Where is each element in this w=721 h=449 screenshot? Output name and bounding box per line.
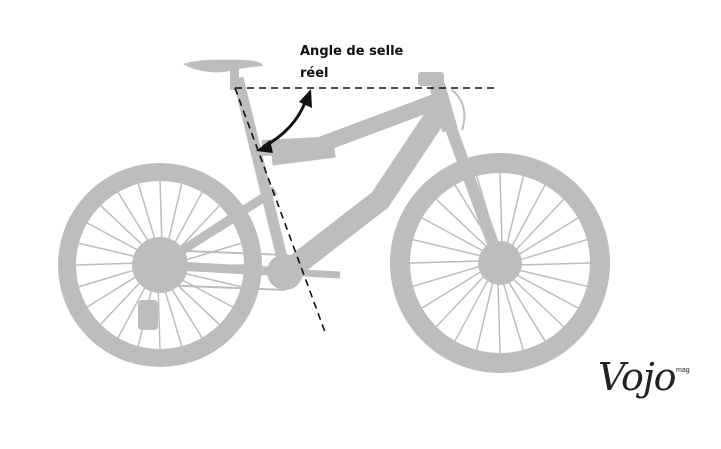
derailleur xyxy=(138,300,158,330)
chainring xyxy=(267,254,303,290)
vojo-logo-sub: mag xyxy=(676,367,690,374)
seat-tube xyxy=(232,76,291,272)
top-tube xyxy=(261,92,443,156)
seat-angle-line xyxy=(234,87,326,333)
angle-label-line1: Angle de selle xyxy=(300,44,404,59)
angle-label-line2: réel xyxy=(300,66,329,81)
arrow-head-bottom xyxy=(256,140,273,153)
arrow-head-top xyxy=(299,89,312,108)
handlebar-cable xyxy=(451,89,466,131)
saddle xyxy=(183,59,263,73)
vojo-logo: Vojo xyxy=(598,355,676,399)
rear-cassette xyxy=(132,237,188,293)
shock xyxy=(271,146,336,166)
fork xyxy=(442,117,506,266)
stem xyxy=(418,72,444,86)
down-tube xyxy=(285,103,450,277)
brake-rotor xyxy=(478,241,522,285)
front-tire xyxy=(390,153,610,373)
seatpost xyxy=(230,68,239,90)
rear-tire xyxy=(58,163,262,367)
